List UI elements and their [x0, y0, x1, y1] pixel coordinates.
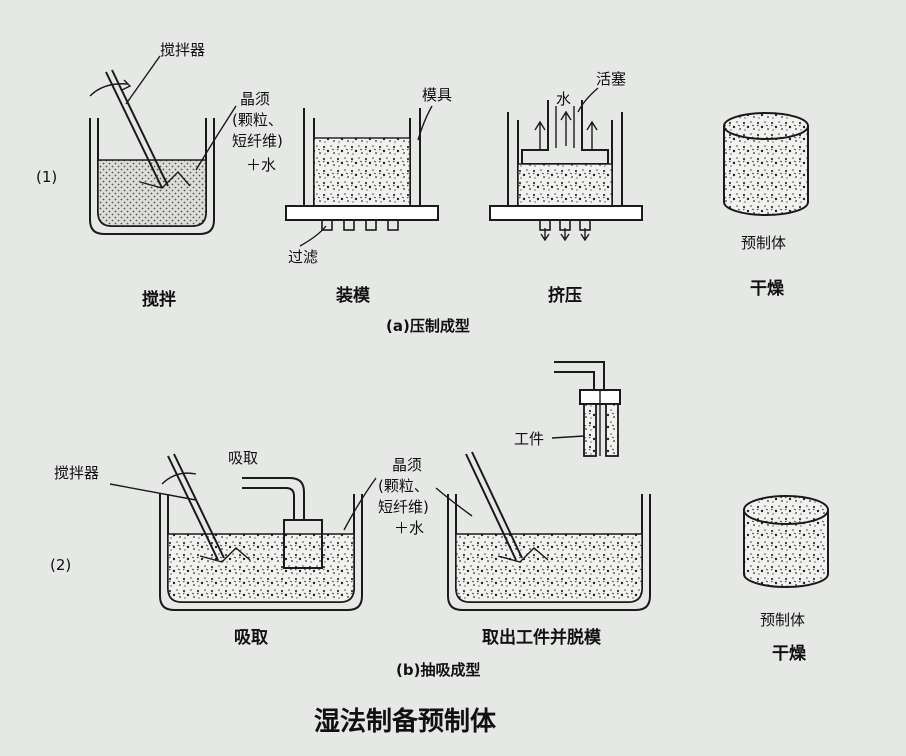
row2-preform-cylinder — [743, 495, 829, 588]
row1-mixture-leader — [195, 105, 237, 171]
row2-workpiece — [554, 361, 621, 457]
row1-step-stir: 搅拌 — [142, 289, 176, 310]
row1-piston-leader — [577, 87, 599, 113]
row1-water-down-arrows — [540, 228, 590, 242]
row2-workpiece-leader — [551, 435, 585, 439]
row2-index: (2) — [50, 556, 71, 574]
row2-workpiece-label: 工件 — [514, 430, 544, 448]
row2-mixture-label: 晶须 (颗粒、 短纤维) ＋水 — [378, 456, 429, 537]
row1-preform-cylinder — [723, 112, 809, 216]
row1-filter-label: 过滤 — [288, 248, 318, 266]
row2-caption: (b)抽吸成型 — [396, 661, 480, 679]
svg-text:＋水: ＋水 — [394, 519, 424, 537]
page-title: 湿法制备预制体 — [314, 707, 497, 737]
svg-text:＋水: ＋水 — [246, 156, 276, 174]
svg-text:(颗粒、: (颗粒、 — [232, 111, 283, 129]
row1-filter-leader — [299, 225, 327, 247]
svg-text:(颗粒、: (颗粒、 — [378, 477, 429, 495]
svg-text:短纤维): 短纤维) — [232, 132, 283, 150]
row1-step-dry: 干燥 — [750, 279, 785, 299]
row1-caption: (a)压制成型 — [386, 317, 470, 335]
row2-stirrer-leader — [109, 483, 197, 501]
svg-text:晶须: 晶须 — [240, 90, 270, 108]
row1-stirrer-label: 搅拌器 — [160, 41, 205, 59]
row1-water-label: 水 — [556, 90, 571, 108]
row2-stirrer-label: 搅拌器 — [54, 464, 99, 482]
row1-step-press: 挤压 — [548, 285, 582, 306]
row1-stirrer-leader — [125, 55, 161, 105]
row2-step-demold: 取出工件并脱模 — [482, 627, 602, 648]
row2-step-dry: 干燥 — [772, 644, 807, 664]
row1-mold-label: 模具 — [422, 86, 452, 104]
svg-text:晶须: 晶须 — [392, 456, 422, 474]
row2-mixture-leader-right — [435, 487, 473, 517]
row1-water-up-arrows — [534, 110, 598, 150]
row1-mold-leader — [417, 105, 433, 141]
row2-step-suction: 吸取 — [234, 628, 268, 648]
row1-press — [489, 100, 643, 231]
row2-suction-beaker — [159, 453, 363, 611]
row1-stirring-beaker — [89, 69, 215, 235]
row2-suction-label: 吸取 — [228, 449, 258, 467]
row2-mixture-leader-left — [343, 477, 377, 531]
row1-index: (1) — [36, 168, 57, 186]
row2-preform-label: 预制体 — [760, 611, 805, 629]
row1-mixture-label: 晶须 (颗粒、 短纤维) ＋水 — [232, 90, 283, 174]
row1-mold — [285, 108, 439, 231]
row1-preform-label: 预制体 — [741, 234, 786, 252]
svg-text:短纤维): 短纤维) — [378, 498, 429, 516]
row2-demold-beaker — [447, 451, 651, 611]
row1-step-load: 装模 — [335, 285, 371, 306]
row1-piston-label: 活塞 — [596, 70, 626, 88]
